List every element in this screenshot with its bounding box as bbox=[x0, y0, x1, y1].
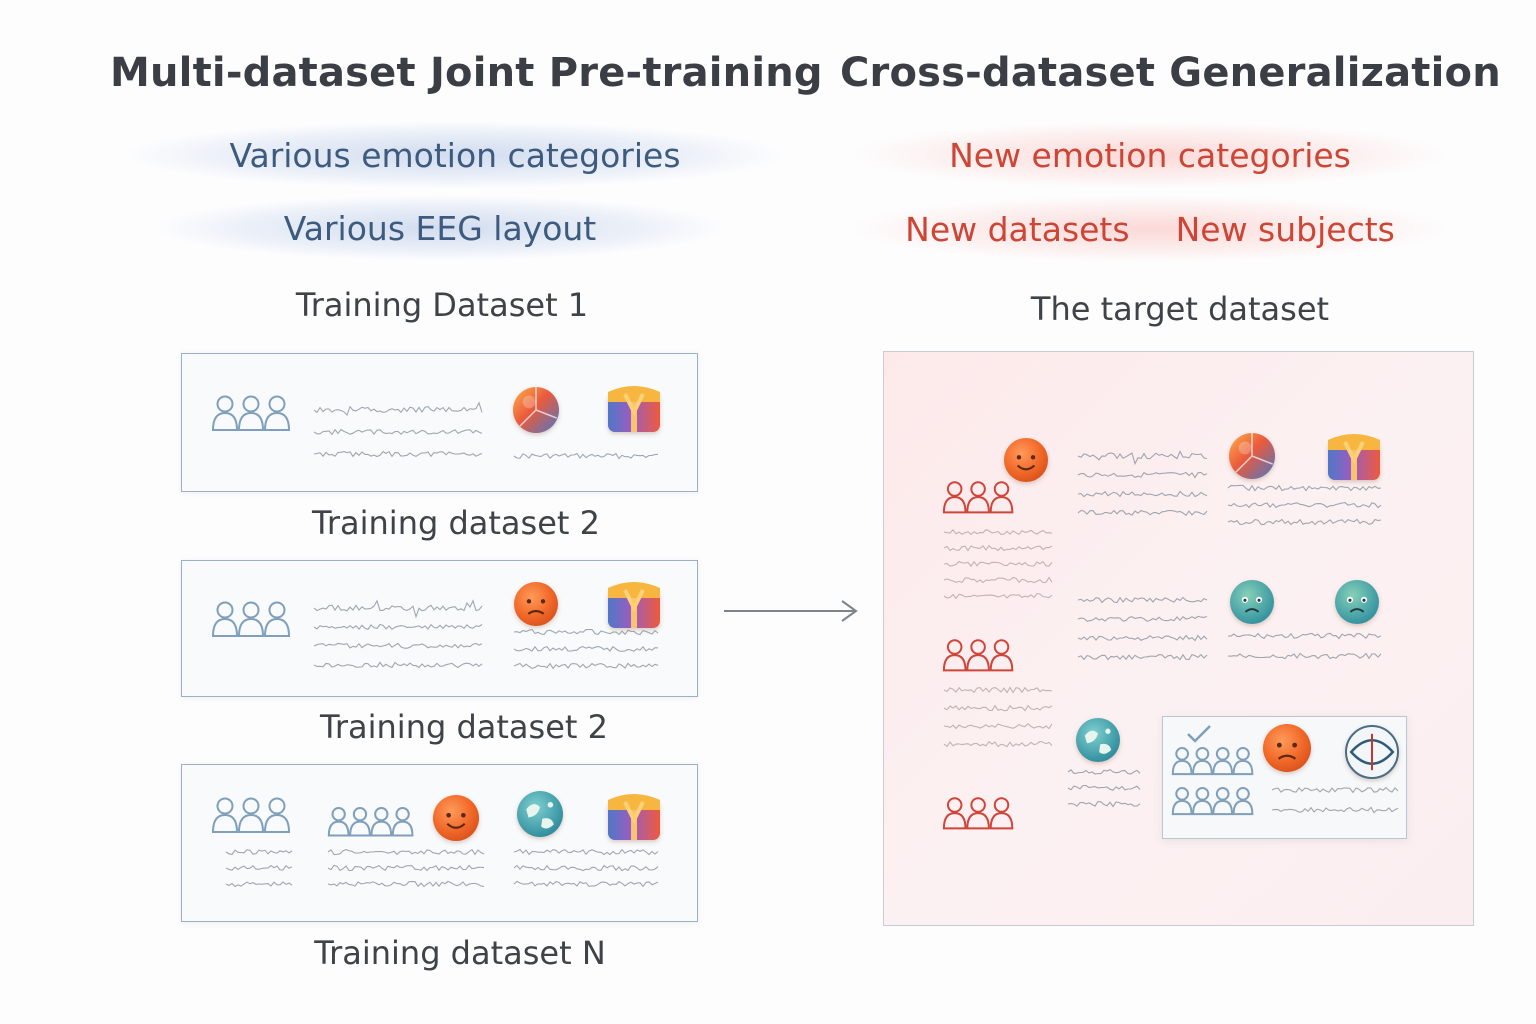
eeg-signal-icon bbox=[225, 849, 293, 888]
people-group-icon bbox=[1171, 746, 1254, 776]
leaf-ball-icon bbox=[1345, 725, 1399, 779]
pill-new-datasets-subjects: New datasets New subjects bbox=[855, 196, 1445, 262]
gift-box-icon bbox=[608, 582, 660, 628]
eeg-signal-icon bbox=[313, 401, 483, 458]
eeg-signal-icon bbox=[313, 599, 483, 669]
gift-box-icon bbox=[608, 386, 660, 432]
people-group-icon bbox=[211, 797, 291, 833]
pill-new-emotion-categories: New emotion categories bbox=[855, 122, 1445, 188]
eeg-signal-icon bbox=[513, 452, 659, 460]
pill-emotion-categories: Various emotion categories bbox=[130, 122, 780, 188]
worried-face-icon bbox=[1335, 580, 1379, 624]
right-heading: Cross-dataset Generalization bbox=[840, 50, 1501, 96]
pill-text: Various EEG layout bbox=[283, 208, 597, 248]
people-group-icon bbox=[942, 639, 1014, 672]
globe-icon bbox=[1076, 718, 1120, 762]
pie-emotion-icon bbox=[1229, 433, 1275, 479]
training-dataset-box-2 bbox=[181, 560, 698, 697]
eeg-signal-icon bbox=[327, 848, 485, 888]
smiley-face-icon bbox=[433, 795, 479, 841]
dataset-label-1: Training Dataset 1 bbox=[295, 286, 589, 324]
gift-box-icon bbox=[1328, 434, 1380, 480]
globe-icon bbox=[517, 791, 563, 837]
pill-text: New emotion categories bbox=[949, 135, 1351, 175]
people-group-icon bbox=[327, 807, 414, 837]
people-group-icon bbox=[942, 797, 1014, 830]
eeg-signal-icon bbox=[943, 686, 1053, 748]
sad-face-icon bbox=[514, 582, 558, 626]
target-dataset-label: The target dataset bbox=[1030, 290, 1330, 328]
eeg-signal-icon bbox=[1067, 768, 1141, 808]
eeg-signal-icon bbox=[943, 528, 1053, 600]
worried-face-icon bbox=[1230, 580, 1274, 624]
checkmark-icon bbox=[1187, 725, 1211, 743]
pie-emotion-icon bbox=[513, 387, 559, 433]
pill-text: Various emotion categories bbox=[229, 135, 681, 175]
pill-eeg-layout: Various EEG layout bbox=[160, 196, 720, 260]
eeg-signal-icon bbox=[1077, 596, 1208, 661]
smiley-face-icon bbox=[1004, 438, 1048, 482]
eeg-signal-icon bbox=[513, 848, 659, 888]
arrow-icon bbox=[724, 600, 858, 622]
eeg-signal-icon bbox=[1271, 786, 1399, 814]
people-group-icon bbox=[1171, 786, 1254, 816]
dataset-label-2: Training dataset 2 bbox=[312, 504, 600, 542]
pill-new-datasets: New datasets bbox=[905, 209, 1130, 249]
people-group-icon bbox=[211, 395, 291, 431]
sad-face-icon bbox=[1263, 724, 1311, 772]
gift-box-icon bbox=[608, 794, 660, 840]
pill-new-subjects: New subjects bbox=[1175, 209, 1395, 249]
eeg-signal-icon bbox=[1227, 484, 1382, 526]
people-group-icon bbox=[211, 601, 291, 637]
people-group-icon bbox=[942, 481, 1014, 514]
eeg-signal-icon bbox=[1227, 632, 1382, 660]
training-dataset-box-3 bbox=[181, 764, 698, 922]
dataset-label-n: Training dataset N bbox=[314, 934, 606, 972]
dataset-label-3: Training dataset 2 bbox=[320, 708, 608, 746]
left-heading: Multi-dataset Joint Pre-training bbox=[110, 50, 823, 96]
eeg-signal-icon bbox=[1077, 450, 1208, 516]
eeg-signal-icon bbox=[513, 628, 659, 670]
